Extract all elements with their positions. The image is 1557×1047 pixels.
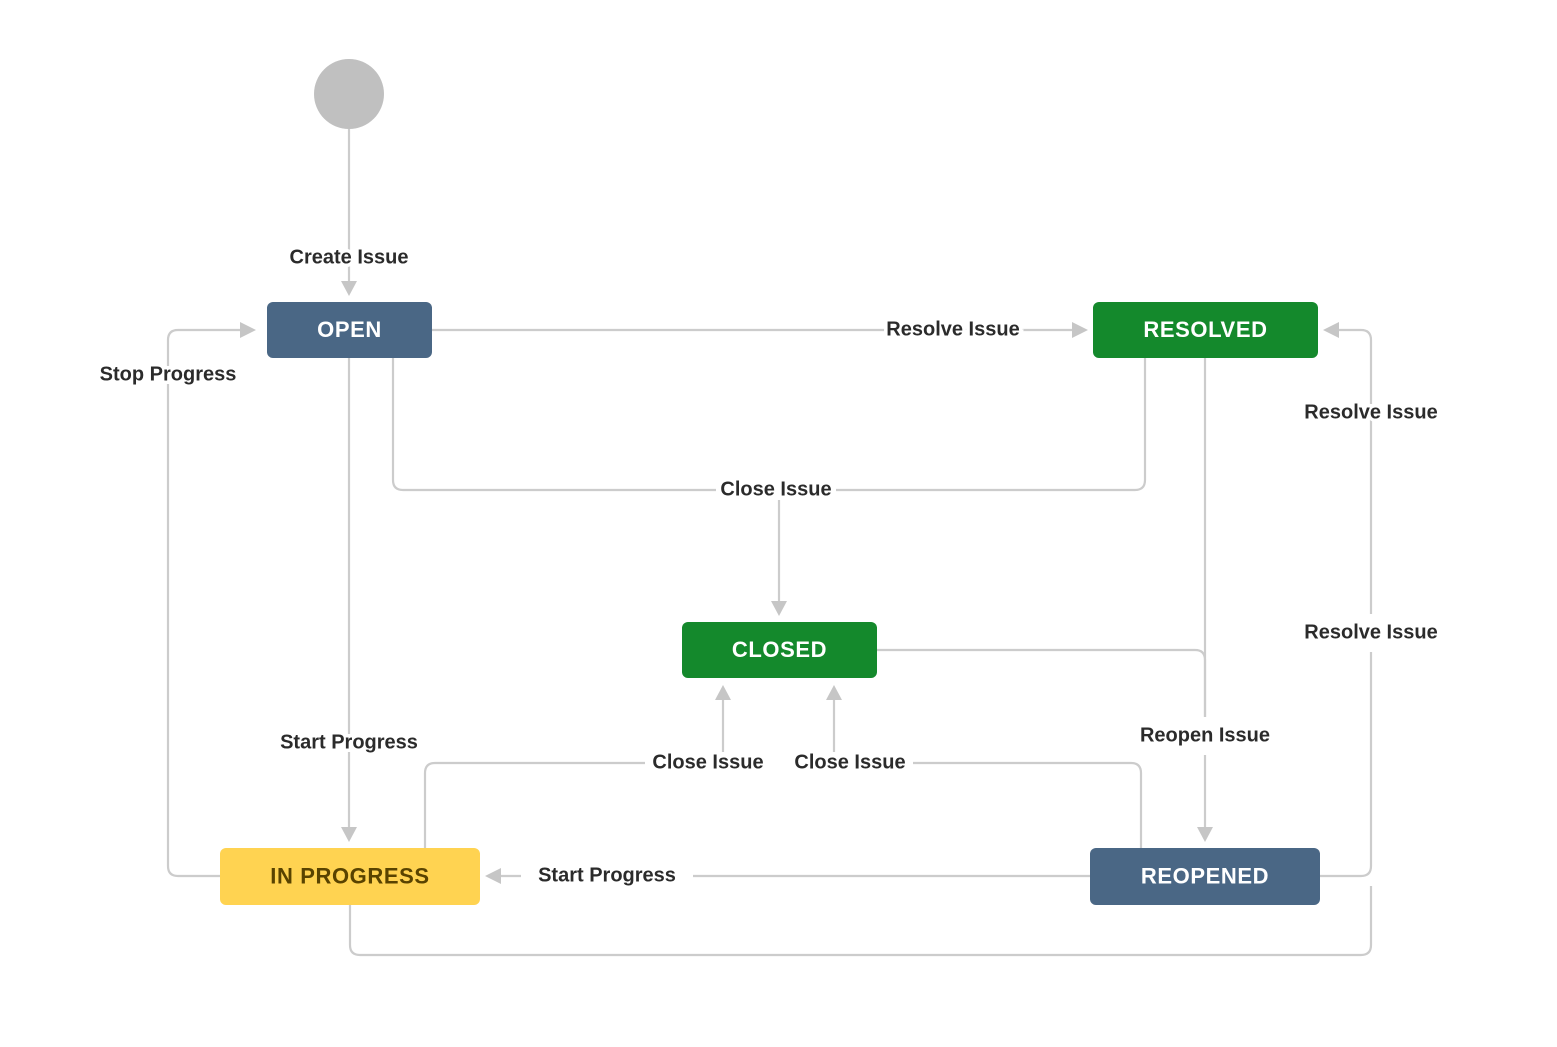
arrowhead-in-progress-to-closed xyxy=(715,685,731,700)
node-in-progress-label: IN PROGRESS xyxy=(270,863,429,888)
arrowhead-in-progress-to-open xyxy=(240,322,256,338)
edge-label-create-issue: Create Issue xyxy=(290,246,409,268)
edge-in-progress-to-closed xyxy=(423,761,645,848)
edge-label-stop-progress: Stop Progress xyxy=(100,363,237,385)
node-resolved[interactable]: RESOLVED xyxy=(1093,302,1318,358)
node-reopened[interactable]: REOPENED xyxy=(1090,848,1320,905)
node-closed-label: CLOSED xyxy=(732,637,827,662)
arrowhead-create-issue xyxy=(341,281,357,296)
node-closed[interactable]: CLOSED xyxy=(682,622,877,678)
edge-label-resolve-issue-lower-right: Resolve Issue xyxy=(1304,621,1437,643)
node-open-label: OPEN xyxy=(317,317,382,342)
edge-label-close-issue-left: Close Issue xyxy=(652,751,763,773)
edge-label-start-progress-left: Start Progress xyxy=(280,731,418,753)
edge-layer xyxy=(166,129,1373,957)
edge-label-layer: Create Issue Stop Progress Resolve Issue… xyxy=(96,243,1441,890)
node-open[interactable]: OPEN xyxy=(267,302,432,358)
edge-resolved-to-closed xyxy=(836,358,1147,492)
node-in-progress[interactable]: IN PROGRESS xyxy=(220,848,480,905)
node-reopened-label: REOPENED xyxy=(1141,863,1269,888)
edge-label-start-progress-bottom: Start Progress xyxy=(538,864,676,886)
arrowhead-open-to-in-progress xyxy=(341,827,357,842)
edge-in-progress-to-resolved xyxy=(348,886,1373,957)
node-in-progress-rect[interactable] xyxy=(220,848,480,905)
node-resolved-rect[interactable] xyxy=(1093,302,1318,358)
edge-label-reopen-issue: Reopen Issue xyxy=(1140,724,1270,746)
edge-open-to-closed xyxy=(391,358,716,492)
node-resolved-label: RESOLVED xyxy=(1143,317,1267,342)
edge-label-resolve-issue-upper-right: Resolve Issue xyxy=(1304,401,1437,423)
arrowhead-reopened-to-resolved xyxy=(1323,322,1339,338)
node-open-rect[interactable] xyxy=(267,302,432,358)
edge-in-progress-to-open xyxy=(166,328,240,878)
edge-reopened-to-resolved xyxy=(1320,328,1373,878)
arrowhead-reopened-to-closed xyxy=(826,685,842,700)
arrowhead-open-to-resolved xyxy=(1072,322,1088,338)
edge-label-resolve-issue-top: Resolve Issue xyxy=(886,318,1019,340)
node-closed-rect[interactable] xyxy=(682,622,877,678)
edge-label-close-issue-middle: Close Issue xyxy=(720,478,831,500)
edge-label-close-issue-right: Close Issue xyxy=(794,751,905,773)
edge-reopened-to-closed xyxy=(913,761,1143,848)
arrowhead-close-issue-to-closed xyxy=(771,601,787,616)
arrowhead-reopened-to-in-progress xyxy=(485,868,501,884)
arrowhead-resolved-to-reopened xyxy=(1197,827,1213,842)
node-reopened-rect[interactable] xyxy=(1090,848,1320,905)
start-circle xyxy=(314,59,384,129)
edge-closed-right-stub xyxy=(877,648,1207,717)
